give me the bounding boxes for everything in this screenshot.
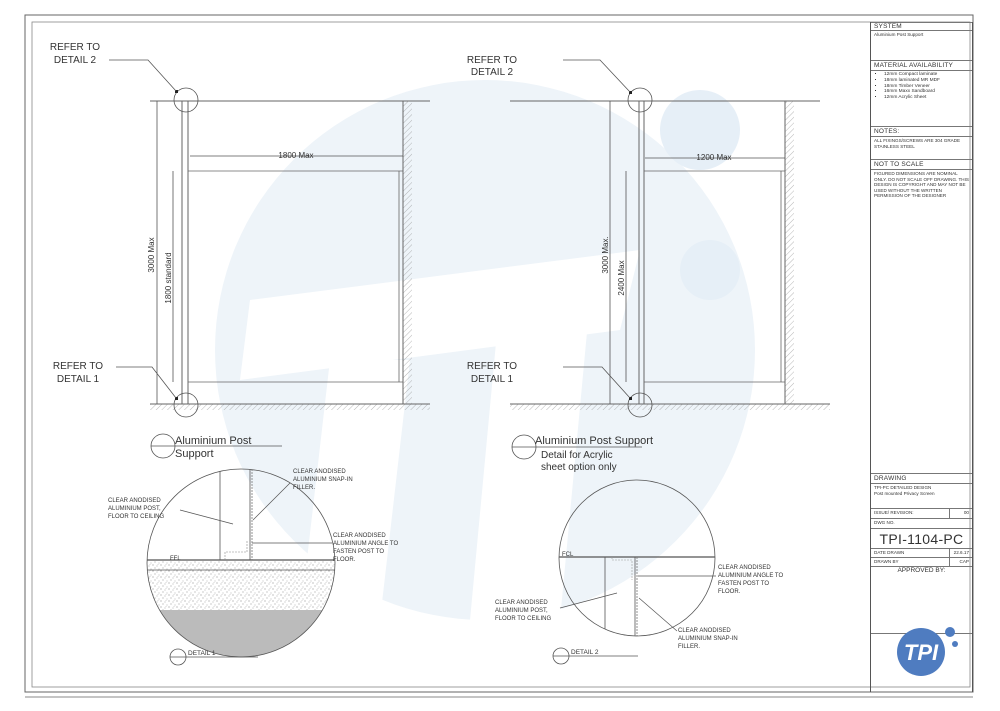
material-list: 12mm Compact laminate 18mm laminated MR … [871,71,972,127]
issue-row: ISSUE/ REVISION: 00 [871,509,972,519]
drawn-by-row: DRAWN BY CAP [871,558,972,567]
callout-refer-detail1-line2: DETAIL 1 [471,374,514,385]
callout-refer-detail1-line1: REFER TO [467,361,517,372]
elevation-left-title: Aluminium Post [175,435,251,447]
drawing-text-line1: TPI-PC DETAILED DESIGN [874,485,932,490]
dim-height-overall: 3000 Max. [601,236,610,273]
dwg-no: TPI-1104-PC [871,529,972,549]
notes-text: ALL FIXINGS/SCREWS ARE 304 GRADE STAINLE… [871,137,972,160]
callout-refer-detail2-line2: DETAIL 2 [471,67,514,78]
issue-value: 00 [963,510,969,515]
elevation-right-subtitle-1: Detail for Acrylic [541,450,613,461]
dim-height-panel: 1800 standard [164,252,173,303]
material-item: 18mm laminated MR MDF [884,78,969,84]
dim-width: 1200 Max [696,153,731,162]
detail2-label: DETAIL 2 [571,649,599,656]
dim-height-overall: 3000 Max [147,237,156,272]
material-item: 16mm Maxx Sandboard [884,89,969,95]
elevation-left: 1800 Max 3000 Max 1800 standard REFER TO… [50,42,430,460]
drawing-text: TPI-PC DETAILED DESIGN Post mounted Priv… [871,484,972,509]
note-filler: CLEAR ANODISED ALUMINIUM SNAP-IN FILLER. [293,469,354,491]
material-header: MATERIAL AVAILABILITY [871,61,972,71]
elevation-left-title-line2: Support [175,448,214,460]
scale-header: NOT TO SCALE [871,160,972,170]
callout-refer-detail2-line1: REFER TO [50,42,100,53]
note-angle: CLEAR ANODISED ALUMINIUM ANGLE TO FASTEN… [718,565,785,595]
callout-refer-detail1-line1: REFER TO [53,361,103,372]
date-value: 22.6.17 [953,550,969,555]
tpi-logo: TPI [893,622,961,683]
material-item: 18mm Timber Veneer [884,84,969,90]
callout-refer-detail1-line2: DETAIL 1 [57,374,100,385]
logo-text: TPI [904,640,939,665]
drawn-by-label: DRAWN BY [871,558,950,566]
system-header: SYSTEM [871,22,972,31]
elevation-right-subtitle-2: sheet option only [541,462,617,473]
date-label: DATE DRAWN [871,549,950,557]
title-block: SYSTEM Aluminium Post Support MATERIAL A… [870,22,973,692]
elevation-right: 1200 Max 3000 Max. 2400 Max REFER TO DET… [467,55,830,473]
drawn-by-value: CAP [959,559,969,564]
tpi-logo-icon: TPI [897,627,958,676]
detail-2: FCL CLEAR ANODISED ALUMINIUM POST, FLOOR… [495,479,785,665]
callout-refer-detail2-line2: DETAIL 2 [54,55,97,66]
material-item: 12mm Compact laminate [884,72,969,78]
dwg-no-label: DWG NO. [871,519,972,529]
detail1-label: DETAIL 1 [188,650,216,657]
dim-width: 1800 Max [278,151,313,160]
level-fcl: FCL [562,552,574,558]
watermark-logo [215,80,755,620]
note-post: CLEAR ANODISED ALUMINIUM POST, FLOOR TO … [108,498,164,520]
note-angle: CLEAR ANODISED ALUMINIUM ANGLE TO FASTEN… [333,533,400,563]
notes-header: NOTES: [871,127,972,137]
note-post: CLEAR ANODISED ALUMINIUM POST, FLOOR TO … [495,600,551,622]
drawing-text-line2: Post mounted Privacy Screen [874,490,935,496]
system-value: Aluminium Post Support [871,31,972,61]
approved-label: APPROVED BY: [897,567,946,574]
drawing-header: DRAWING [871,474,972,484]
material-item: 12mm Acrylic Sheet [884,95,969,101]
dim-height-panel: 2400 Max [617,260,626,295]
elevation-right-title: Aluminium Post Support [535,435,653,447]
note-filler: CLEAR ANODISED ALUMINIUM SNAP-IN FILLER. [678,628,739,650]
level-ffl: FFL [170,556,181,562]
issue-label: ISSUE/ REVISION: [871,509,950,518]
callout-refer-detail2-line1: REFER TO [467,55,517,66]
date-row: DATE DRAWN 22.6.17 [871,549,972,558]
scale-text: FIGURED DIMENSIONS ARE NOMINAL ONLY. DO … [871,170,972,474]
